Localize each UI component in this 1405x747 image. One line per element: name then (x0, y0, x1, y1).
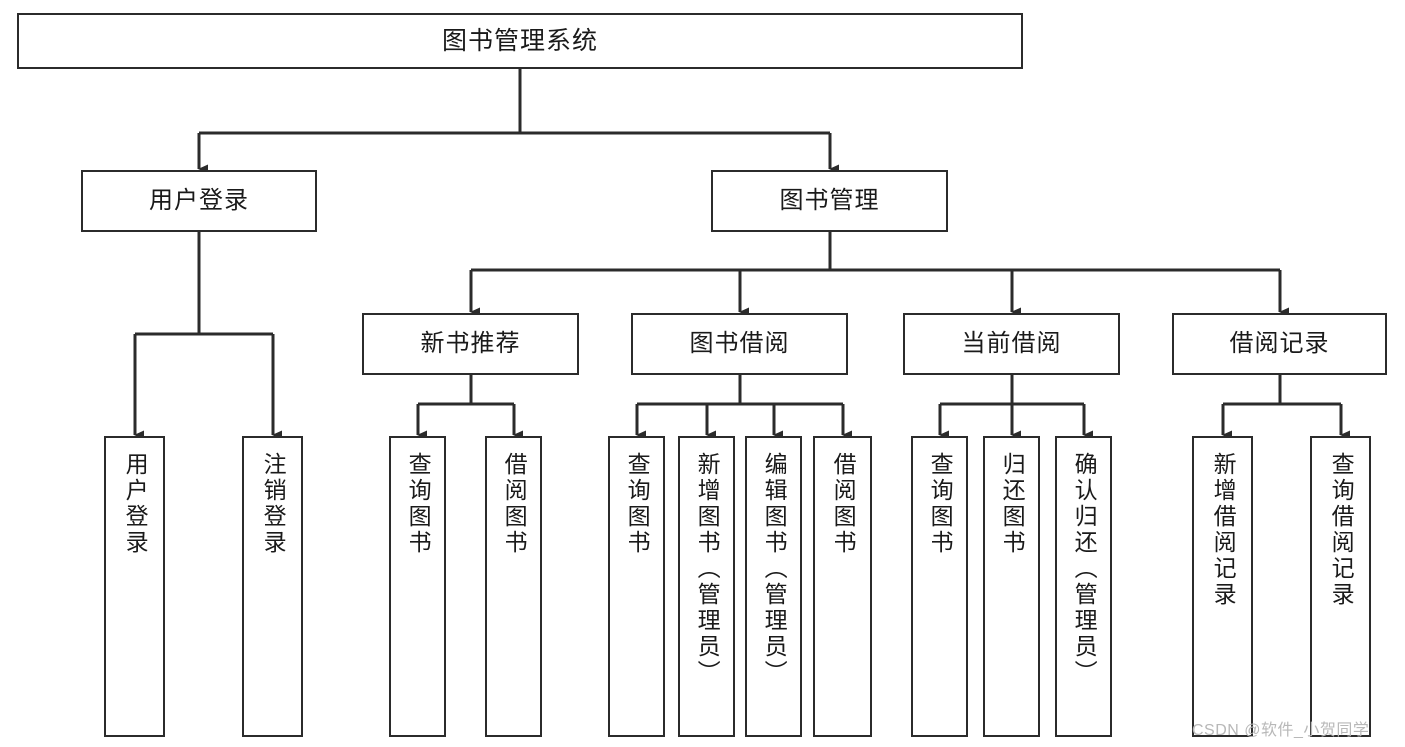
node-label: 确认归还（管理员） (1071, 452, 1098, 686)
node-leaf-query-book-2[interactable]: 查询图书 (608, 436, 665, 737)
node-leaf-confirm-return[interactable]: 确认归还（管理员） (1055, 436, 1112, 737)
node-label: 查询图书 (927, 452, 954, 556)
node-leaf-query-record[interactable]: 查询借阅记录 (1310, 436, 1371, 737)
edge-group (133, 69, 1350, 440)
node-label: 新增借阅记录 (1210, 452, 1237, 608)
node-book-manage[interactable]: 图书管理 (711, 170, 948, 232)
node-current-borrow[interactable]: 当前借阅 (903, 313, 1120, 375)
node-label: 查询借阅记录 (1328, 452, 1355, 608)
node-label: 借阅图书 (501, 452, 528, 556)
node-leaf-return-book[interactable]: 归还图书 (983, 436, 1040, 737)
node-label: 用户登录 (149, 186, 249, 214)
node-label: 用户登录 (122, 452, 149, 556)
node-leaf-add-record[interactable]: 新增借阅记录 (1192, 436, 1253, 737)
node-leaf-query-book-1[interactable]: 查询图书 (389, 436, 446, 737)
node-label: 注销登录 (260, 452, 287, 556)
node-new-book-rec[interactable]: 新书推荐 (362, 313, 579, 375)
node-leaf-logout[interactable]: 注销登录 (242, 436, 303, 737)
node-label: 借阅记录 (1229, 329, 1330, 357)
node-label: 编辑图书（管理员） (761, 452, 788, 686)
node-label: 查询图书 (624, 452, 651, 556)
node-leaf-query-book-3[interactable]: 查询图书 (911, 436, 968, 737)
node-user-login[interactable]: 用户登录 (81, 170, 317, 232)
node-label: 查询图书 (405, 452, 432, 556)
node-leaf-borrow-book-1[interactable]: 借阅图书 (485, 436, 542, 737)
node-label: 新增图书（管理员） (694, 452, 721, 686)
node-leaf-add-book[interactable]: 新增图书（管理员） (678, 436, 735, 737)
node-leaf-borrow-book-2[interactable]: 借阅图书 (813, 436, 872, 737)
node-label: 图书管理 (779, 186, 880, 214)
node-leaf-user-login[interactable]: 用户登录 (104, 436, 165, 737)
node-book-borrow[interactable]: 图书借阅 (631, 313, 848, 375)
node-borrow-record[interactable]: 借阅记录 (1172, 313, 1387, 375)
node-label: 当前借阅 (961, 329, 1062, 357)
node-leaf-edit-book[interactable]: 编辑图书（管理员） (745, 436, 802, 737)
node-label: 借阅图书 (830, 452, 857, 556)
node-label: 归还图书 (999, 452, 1026, 556)
csdn-watermark: CSDN @软件_小贺同学 (1192, 722, 1370, 739)
node-label: 新书推荐 (420, 329, 521, 357)
node-root[interactable]: 图书管理系统 (17, 13, 1023, 69)
node-label: 图书管理系统 (441, 27, 598, 55)
node-label: 图书借阅 (689, 329, 790, 357)
